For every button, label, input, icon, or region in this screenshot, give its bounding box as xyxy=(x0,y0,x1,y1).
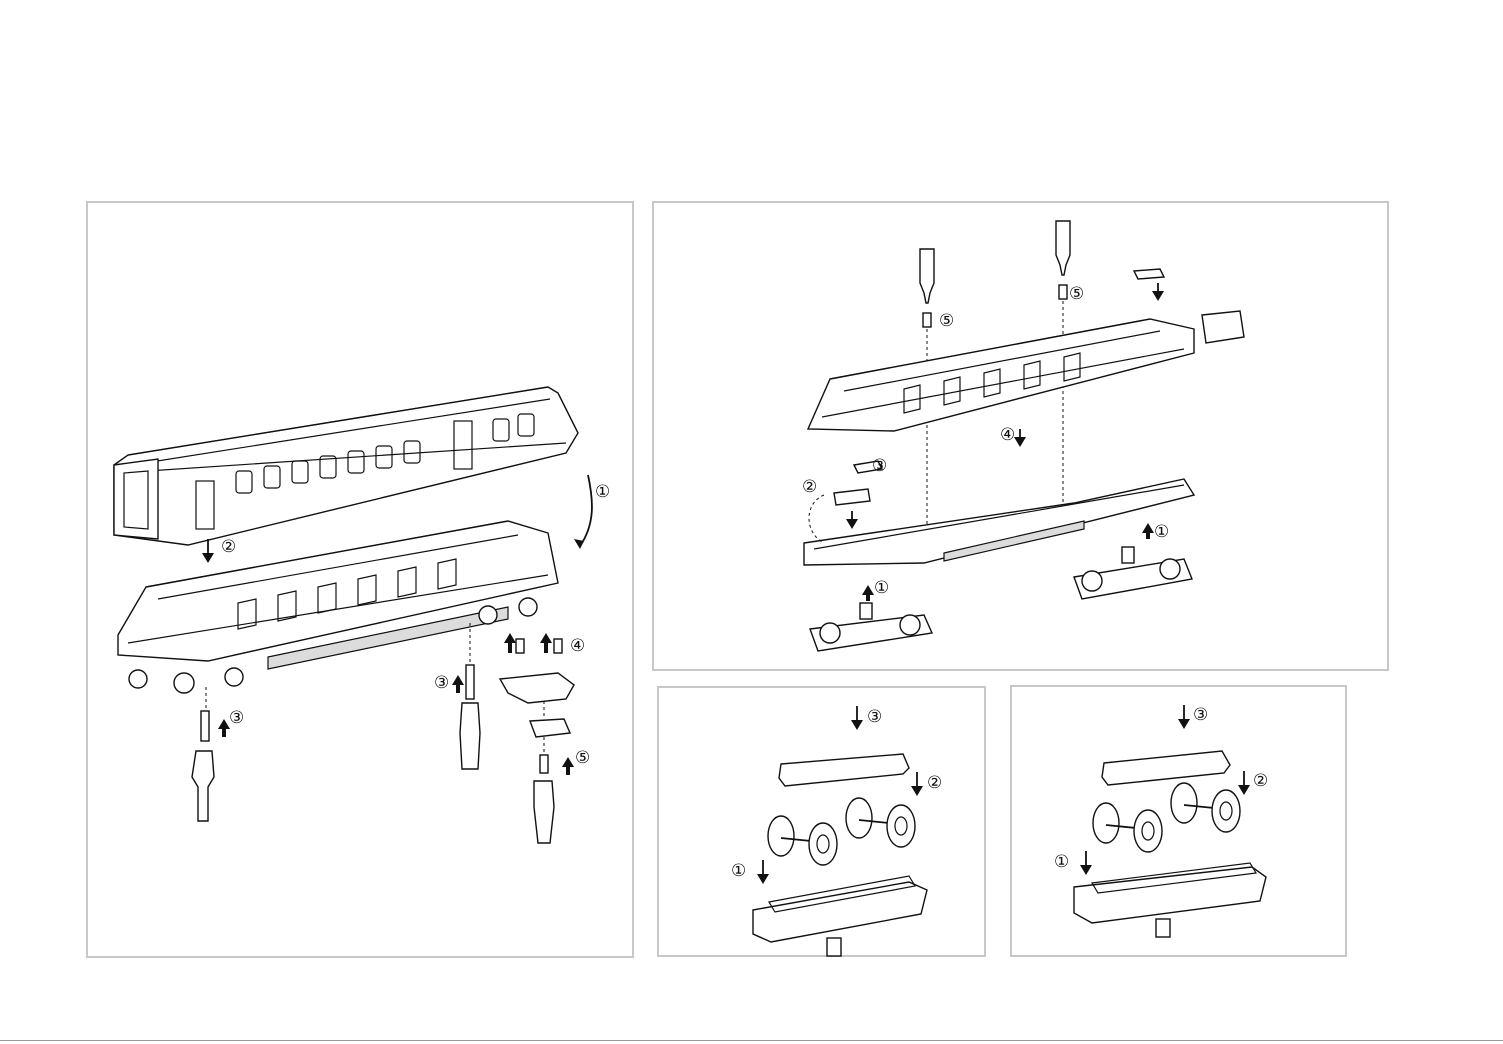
chassis-frame xyxy=(118,521,558,693)
step-2-label: ② xyxy=(1253,773,1268,790)
step-3-label: ③ xyxy=(867,709,882,726)
wheelset-front xyxy=(768,816,837,865)
arrow-down-step-2 xyxy=(1238,771,1250,795)
page-bottom-rule xyxy=(0,1040,1503,1041)
step-4-label: ④ xyxy=(1000,427,1015,444)
coupler-cover xyxy=(500,673,574,843)
step-5-label: ⑤ xyxy=(575,750,590,767)
arrow-down-step-3 xyxy=(851,706,863,730)
bogie-a-drawing xyxy=(659,688,988,959)
step-1-label: ① xyxy=(1054,854,1069,871)
wheelset-front xyxy=(1093,803,1162,852)
bogie-right xyxy=(1074,523,1192,599)
step-3-label-left: ③ xyxy=(229,710,244,727)
arrow-down-step-3 xyxy=(1178,705,1190,729)
screw-left xyxy=(192,687,230,821)
step-1-label-right: ① xyxy=(1154,524,1169,541)
arrow-down-clip xyxy=(1152,283,1164,301)
end-cover xyxy=(1202,311,1244,343)
step-2-label: ② xyxy=(802,479,817,496)
interior-frame xyxy=(808,319,1194,431)
arrow-down-step-4 xyxy=(1014,429,1026,447)
screw-center xyxy=(452,623,480,769)
panel-bogie-b: ③ ② ① xyxy=(1010,685,1347,957)
step-4-label: ④ xyxy=(570,638,585,655)
step-1-label: ① xyxy=(595,484,610,501)
step-3-label: ③ xyxy=(872,458,887,475)
panel-body-removal: ① ② ③ ③ ④ ⑤ xyxy=(86,201,634,958)
wheelset-rear xyxy=(1171,783,1240,832)
bogie-b-frame xyxy=(1074,863,1266,937)
step-5-label-right: ⑤ xyxy=(1069,286,1084,303)
curved-arrow-step-1 xyxy=(582,475,592,543)
wheelset-rear xyxy=(846,798,915,847)
arrow-down-step-1 xyxy=(757,860,769,884)
arrow-down-step-1 xyxy=(1080,851,1092,875)
step-2-label: ② xyxy=(927,775,942,792)
screws-step-4 xyxy=(504,633,562,653)
clip-part xyxy=(1134,269,1164,279)
front-bogie xyxy=(129,668,243,693)
arrow-down-step-2 xyxy=(911,772,923,796)
chassis-disassembly-drawing xyxy=(654,203,1391,673)
step-3-label-center: ③ xyxy=(434,675,449,692)
railcar-body-disassembly-drawing xyxy=(88,203,636,960)
step-1-label: ① xyxy=(731,863,746,880)
step-2-label: ② xyxy=(221,539,236,556)
arrow-down-step-2 xyxy=(202,539,214,563)
step-1-label-left: ① xyxy=(874,580,889,597)
bogie-b-drawing xyxy=(1012,687,1349,959)
bogie-a-frame xyxy=(753,876,927,956)
panel-chassis-bogies: ⑤ ⑤ ③ ② ④ ① ① xyxy=(652,201,1389,671)
step-3-label: ③ xyxy=(1193,707,1208,724)
step-5-label-left: ⑤ xyxy=(939,313,954,330)
bogie-a-cover xyxy=(779,754,909,786)
bogie-b-cover xyxy=(1102,751,1230,785)
panel-bogie-a: ③ ② ① xyxy=(657,686,986,957)
bogie-left xyxy=(810,585,932,651)
